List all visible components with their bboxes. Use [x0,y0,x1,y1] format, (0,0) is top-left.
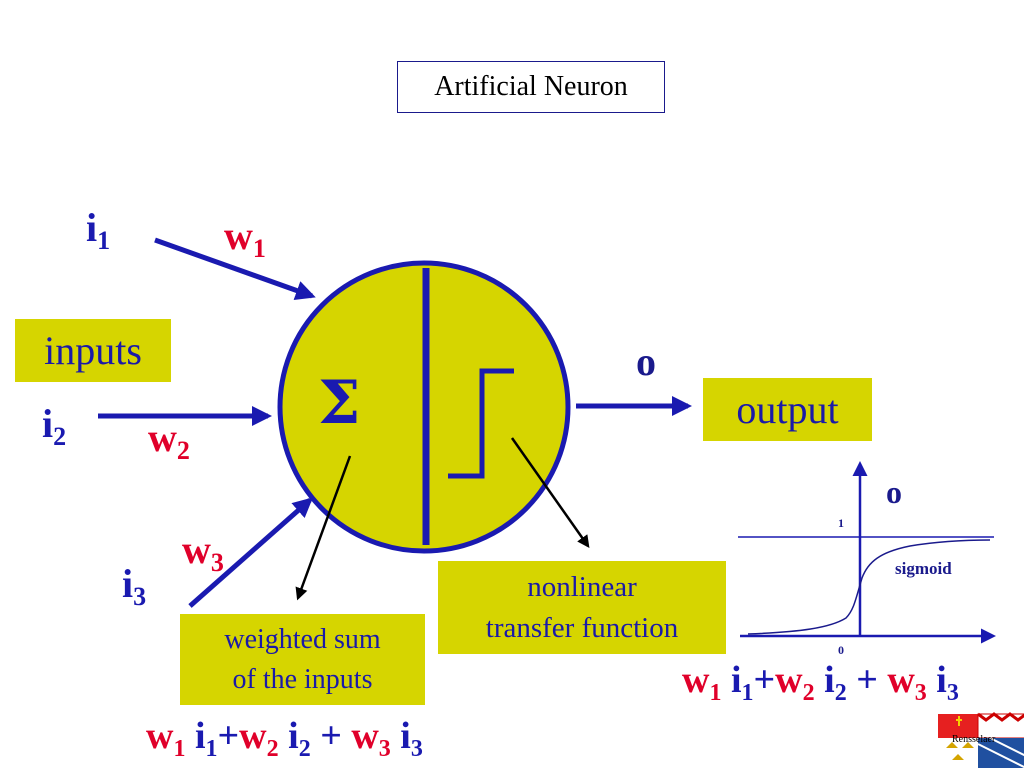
tick-label-1: 1 [838,516,844,530]
nonlinear-line-2: transfer function [485,611,679,644]
inputs-label-box: inputs [15,319,171,382]
sigmoid-plot [738,461,996,644]
sigmoid-label: sigmoid [895,559,952,578]
output-symbol-o: o [636,339,656,384]
nonlinear-transfer-box: nonlinear transfer function [438,561,726,654]
weight-label-w2: w2 [148,415,190,465]
weight-label-w3: w3 [182,527,224,577]
logo-text: Rensselaer [952,734,996,745]
input-arrow-1 [154,237,316,301]
nonlinear-line-1: nonlinear [527,570,637,603]
step-function-icon [448,368,514,479]
tick-label-0: 0 [838,643,844,657]
slide-title-text: Artificial Neuron [434,71,628,102]
slide-title: Artificial Neuron [397,61,665,113]
input-label-i3: i3 [122,561,147,611]
weighted-sum-line-2: of the inputs [232,663,373,695]
sigmoid-curve [747,539,991,635]
inputs-label: inputs [44,328,142,373]
output-label: output [736,387,839,432]
weight-label-w1: w1 [224,213,266,263]
sigma-symbol: Σ [318,368,361,438]
rensselaer-logo [938,712,1024,768]
graph-o-label: o [886,474,902,510]
input-label-i1: i1 [86,205,111,255]
input-label-i2: i2 [42,401,67,451]
output-label-box: output [703,378,872,441]
formula-right: w1 i1+w2 i2 + w3 i3 [682,659,959,706]
weighted-sum-box: weighted sum of the inputs [180,614,425,705]
input-arrow-3 [188,497,313,608]
formula-bottom: w1 i1+w2 i2 + w3 i3 [146,715,423,762]
weighted-sum-pointer [295,455,352,601]
weighted-sum-line-1: weighted sum [224,623,381,655]
transfer-function-pointer [510,437,590,549]
